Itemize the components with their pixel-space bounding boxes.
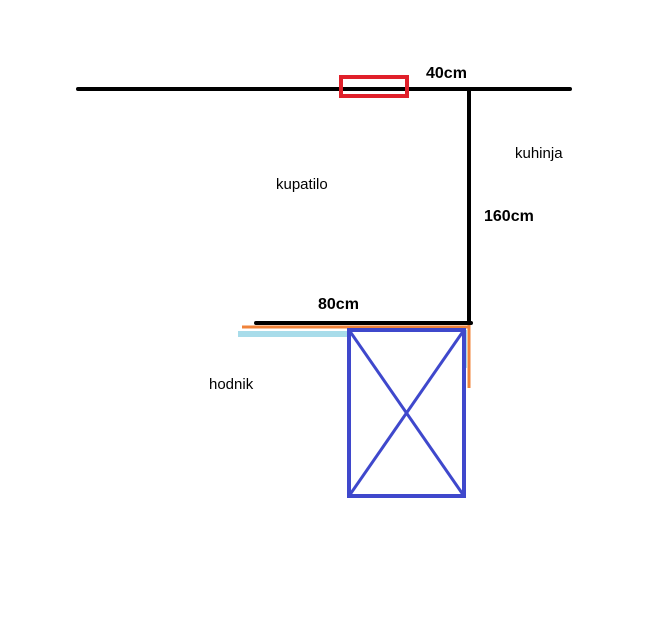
box-diagonal-2 bbox=[347, 329, 466, 497]
window-marker bbox=[339, 75, 409, 98]
room-label-hodnik: hodnik bbox=[209, 376, 254, 393]
dim-label-bottom: 80cm bbox=[318, 296, 359, 313]
room-label-kuhinja: kuhinja bbox=[515, 145, 563, 162]
crossed-box bbox=[347, 328, 466, 498]
dim-label-vertical: 160cm bbox=[484, 208, 534, 225]
room-label-kupatilo: kupatilo bbox=[276, 176, 328, 193]
dim-label-top: 40cm bbox=[426, 65, 467, 82]
